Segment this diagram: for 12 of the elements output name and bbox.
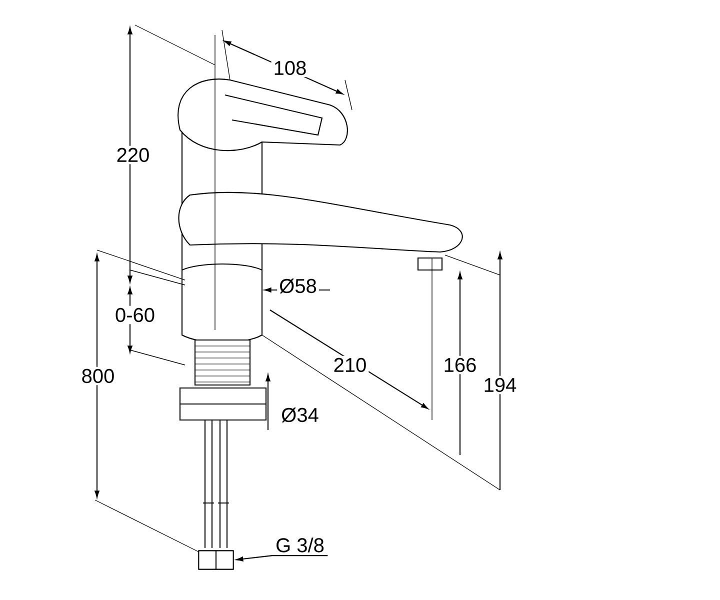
dimension-label: Ø58: [277, 276, 319, 296]
dimension-label: Ø34: [279, 406, 321, 424]
dimension-label: 210: [331, 356, 369, 374]
dimension-label: 194: [481, 376, 519, 394]
leader-line: [236, 555, 328, 562]
dimension-label: 220: [114, 146, 152, 164]
hose-fitting-drawing: [198, 550, 234, 570]
thread-label: G 3/8: [276, 538, 324, 552]
dimension-label: 108: [271, 58, 309, 78]
dimension-label: 166: [441, 356, 479, 374]
dimension-label: 0-60: [112, 306, 158, 324]
dimension-label: 800: [79, 366, 117, 386]
